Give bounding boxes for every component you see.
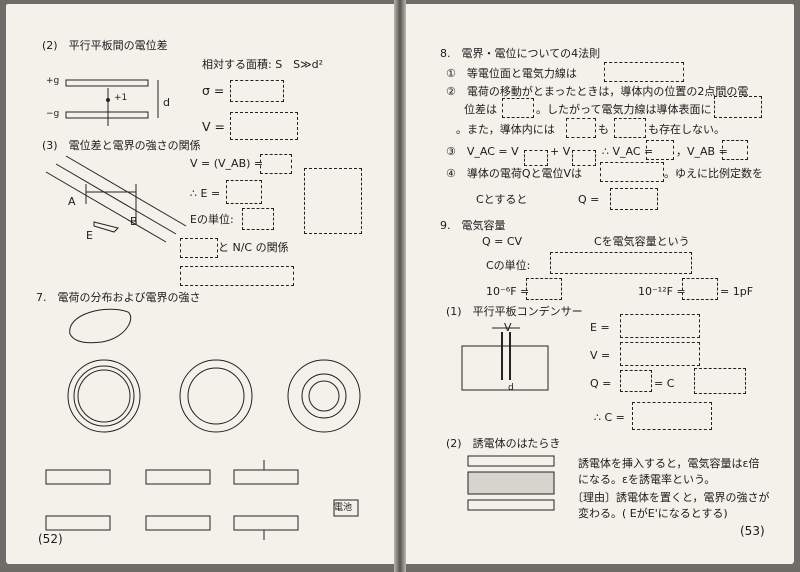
law-1: ① 等電位面と電気力線は [446, 67, 577, 80]
sigma-eq: σ = [202, 83, 225, 98]
section-1-title: (1) 平行平板コンデンサー [446, 305, 583, 318]
e-blank [226, 180, 262, 204]
point-b-label: B [130, 215, 138, 228]
charge-blob-figure [69, 308, 132, 344]
battery-label: 電池 [334, 503, 353, 513]
c-value-blank [694, 368, 746, 394]
q-blank [610, 188, 658, 210]
law-2a: ② 電荷の移動がとまったときは，導体内の位置の2点間の電 [446, 85, 749, 98]
law-2-blank-1 [502, 98, 534, 118]
section-8-title: 8. 電界・電位についての4法則 [440, 47, 601, 60]
section-7-title: 7. 電荷の分布および電界の強さ [36, 291, 201, 304]
law-1-blank [604, 62, 684, 82]
section-2-title: (2) 平行平板間の電位差 [42, 39, 168, 52]
voltage-eq: V = [202, 119, 225, 134]
law-3c: ，V_AB = [676, 145, 728, 158]
plates-figure [45, 460, 359, 540]
law-2-blank-2 [714, 96, 762, 118]
law-2f: も存在しない。 [648, 123, 725, 136]
vab-eq: V = (V_AB) = [190, 157, 264, 170]
sigma-blank [230, 80, 284, 102]
plus-q-label: +g [46, 76, 60, 86]
left-page: (2) 平行平板間の電位差 +g −g +1 d 相対する面積: S S≫d² … [6, 4, 394, 564]
d-small-label: d [508, 383, 514, 393]
field-e-label: E [86, 229, 93, 242]
law-3-blank-4 [722, 140, 748, 160]
dielectric-line-4: 変わる。( EがE'になるとする) [578, 507, 728, 520]
capacitor-figure [461, 327, 549, 391]
law-4c: Cとすると [476, 193, 528, 206]
law-2b: 位差は [464, 103, 497, 116]
left-page-number: (52) [38, 532, 63, 546]
c-unit-blank [550, 252, 692, 274]
relation-label: と N/C の関係 [218, 241, 289, 254]
v-top-label: V [504, 321, 512, 334]
qcv-formula: Q = CV [482, 235, 523, 248]
law-3-plus: + V [550, 145, 571, 158]
parallel-plate-figure [65, 79, 159, 126]
e-unit-label: Eの単位: [190, 213, 234, 226]
c-unit-label: Cの単位: [486, 259, 531, 272]
voltage-blank [230, 112, 298, 140]
law-3-blank-3 [646, 140, 674, 160]
law-3: ③ V_AC = V [446, 145, 519, 158]
right-page: 8. 電界・電位についての4法則 ① 等電位面と電気力線は ② 電荷の移動がとま… [406, 4, 794, 564]
equals-c: = C [654, 377, 675, 390]
law-2-blank-3 [566, 118, 596, 138]
voltage2-eq: V = [590, 349, 611, 362]
e-unit-blank [242, 208, 274, 230]
relation-blank-a [180, 238, 218, 258]
vab-blank [260, 154, 292, 174]
law-2d: 。また，導体内には [456, 123, 555, 136]
therefore-c: ∴ C = [594, 411, 625, 424]
law-3-blank-1 [524, 150, 548, 166]
dielectric-line-3: 〔理由〕誘電体を置くと，電界の強さが [572, 491, 770, 504]
law-2c: 。したがって電気力線は導体表面に [536, 103, 712, 116]
section-2b-title: (2) 誘電体のはたらき [446, 437, 561, 450]
law-4-blank [600, 162, 664, 182]
c-result-blank [632, 402, 712, 430]
therefore-e: ∴ E = [190, 187, 221, 200]
micro-eq: 10⁻⁶F = [486, 285, 530, 298]
field-blank [620, 314, 700, 338]
law-3-blank-2 [572, 150, 596, 166]
law-2-blank-4 [614, 118, 646, 138]
pico-blank [682, 278, 718, 300]
charge-eq: Q = [590, 377, 612, 390]
field-eq: E = [590, 321, 610, 334]
voltage2-blank [620, 342, 700, 366]
law-3b: ∴ V_AC = [602, 145, 654, 158]
micro-blank [526, 278, 562, 300]
law-2e: も [598, 123, 609, 136]
charge-blank [620, 370, 652, 392]
law-4b: 。ゆえに比例定数を [664, 167, 763, 180]
section-3-title: (3) 電位差と電界の強さの関係 [42, 139, 201, 152]
dielectric-line-2: になる。εを誘電率という。 [578, 473, 716, 486]
c-is-capacitance: Cを電気容量という [594, 235, 690, 248]
dielectric-line-1: 誘電体を挿入すると，電気容量はε倍 [578, 457, 760, 470]
one-pf: = 1pF [720, 285, 754, 298]
concentric-circles-figure [67, 359, 361, 433]
unit-charge-label: +1 [114, 93, 128, 103]
right-page-number: (53) [740, 524, 765, 538]
minus-q-label: −g [46, 109, 60, 119]
relation-blank-b [180, 266, 294, 286]
point-a-label: A [68, 195, 76, 208]
section-9-title: 9. 電気容量 [440, 219, 506, 232]
dielectric-figure [467, 455, 555, 511]
pico-eq: 10⁻¹²F = [638, 285, 686, 298]
distance-label: d [163, 96, 170, 109]
field-lines-figure [45, 155, 187, 243]
area-label: 相対する面積: S S≫d² [202, 58, 324, 71]
book-gutter [394, 0, 406, 572]
law-4: ④ 導体の電荷Qと電位Vは [446, 167, 583, 180]
q-eq: Q = [578, 193, 600, 206]
side-blank-1 [304, 168, 362, 234]
